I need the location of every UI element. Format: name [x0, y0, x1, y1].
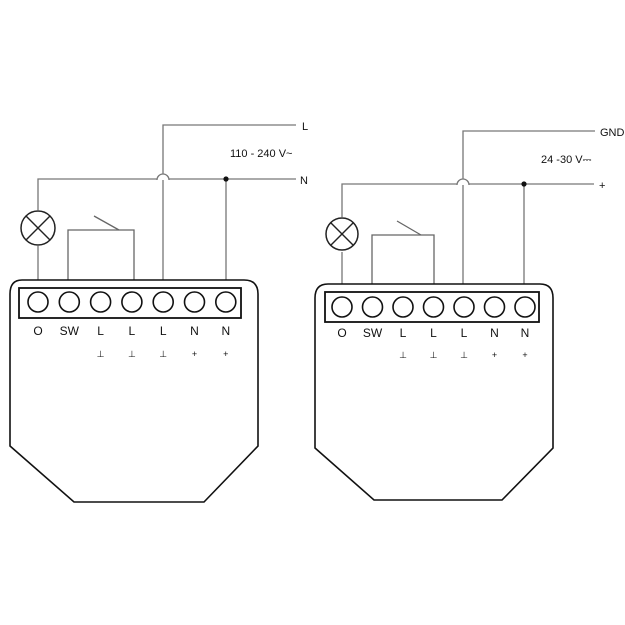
left-terminal-sublabel-6: +: [192, 349, 197, 359]
right-terminal-sublabel-7: +: [522, 350, 527, 360]
right-terminal-label-1: O: [337, 326, 346, 340]
left-switch-lever: [93, 215, 120, 231]
right-line-wire: [456, 130, 595, 288]
left-terminal-label-7: N: [221, 324, 230, 338]
right-terminals: O SW L ⊥ L ⊥ L ⊥ N + N +: [331, 296, 536, 360]
right-terminal-6: [483, 296, 506, 318]
left-terminal-label-5: L: [160, 324, 167, 338]
left-terminals: O SW L ⊥ L ⊥ L ⊥ N + N +: [27, 291, 237, 359]
left-line-wire: [156, 124, 296, 284]
right-terminal-sublabel-6: +: [492, 350, 497, 360]
right-neutral-label: +: [599, 180, 605, 192]
right-terminal-2: [361, 296, 384, 318]
left-terminal-label-2: SW: [60, 324, 80, 338]
left-terminal-1: [27, 291, 49, 313]
right-terminal-7: [514, 296, 536, 318]
right-voltage-label: 24 -30 V⎓: [541, 154, 592, 166]
right-terminal-label-2: SW: [363, 326, 383, 340]
left-terminal-5: [152, 291, 174, 313]
left-terminal-sublabel-3: ⊥: [97, 349, 105, 359]
right-diagram: GND + 24 -30 V⎓ O SW L ⊥ L ⊥ L ⊥ N + N +: [314, 127, 625, 501]
right-switch-wire: [371, 234, 435, 288]
left-lamp-icon: [20, 210, 56, 246]
right-terminal-label-5: L: [461, 326, 468, 340]
left-diagram: L N 110 - 240 V~ O SW L ⊥ L ⊥ L ⊥ N + N +: [9, 121, 308, 503]
left-neutral-label: N: [300, 175, 308, 187]
right-terminal-label-6: N: [490, 326, 499, 340]
left-terminal-label-6: N: [190, 324, 199, 338]
left-terminal-4: [121, 291, 143, 313]
left-junction-dot: [223, 176, 229, 182]
right-terminal-4: [422, 296, 445, 318]
right-terminal-label-3: L: [400, 326, 407, 340]
left-neutral-wire: [37, 178, 296, 284]
left-terminal-label-3: L: [97, 324, 104, 338]
left-device-body: [9, 279, 259, 503]
right-terminal-3: [392, 296, 414, 318]
right-lamp-icon: [325, 217, 359, 251]
right-terminal-sublabel-5: ⊥: [460, 350, 468, 360]
left-line-label: L: [302, 121, 308, 133]
left-terminal-label-1: O: [33, 324, 42, 338]
left-terminal-7: [215, 291, 237, 313]
right-device-body: [314, 283, 554, 501]
left-terminal-label-4: L: [129, 324, 136, 338]
right-neutral-wire: [341, 183, 594, 288]
right-terminal-sublabel-4: ⊥: [430, 350, 438, 360]
left-terminal-3: [89, 291, 112, 313]
right-junction-dot: [521, 181, 527, 187]
left-terminal-sublabel-4: ⊥: [128, 349, 136, 359]
right-terminal-5: [453, 296, 475, 318]
left-voltage-label: 110 - 240 V~: [230, 148, 292, 160]
left-terminal-2: [58, 291, 81, 313]
right-terminal-sublabel-3: ⊥: [399, 350, 407, 360]
right-terminal-label-7: N: [521, 326, 530, 340]
right-terminal-label-4: L: [430, 326, 437, 340]
left-terminal-sublabel-7: +: [223, 349, 228, 359]
right-switch-lever: [396, 220, 422, 236]
right-line-label: GND: [600, 127, 625, 139]
left-switch-wire: [67, 229, 135, 284]
left-terminal-6: [183, 291, 206, 313]
right-terminal-1: [331, 296, 353, 318]
left-terminal-sublabel-5: ⊥: [159, 349, 167, 359]
